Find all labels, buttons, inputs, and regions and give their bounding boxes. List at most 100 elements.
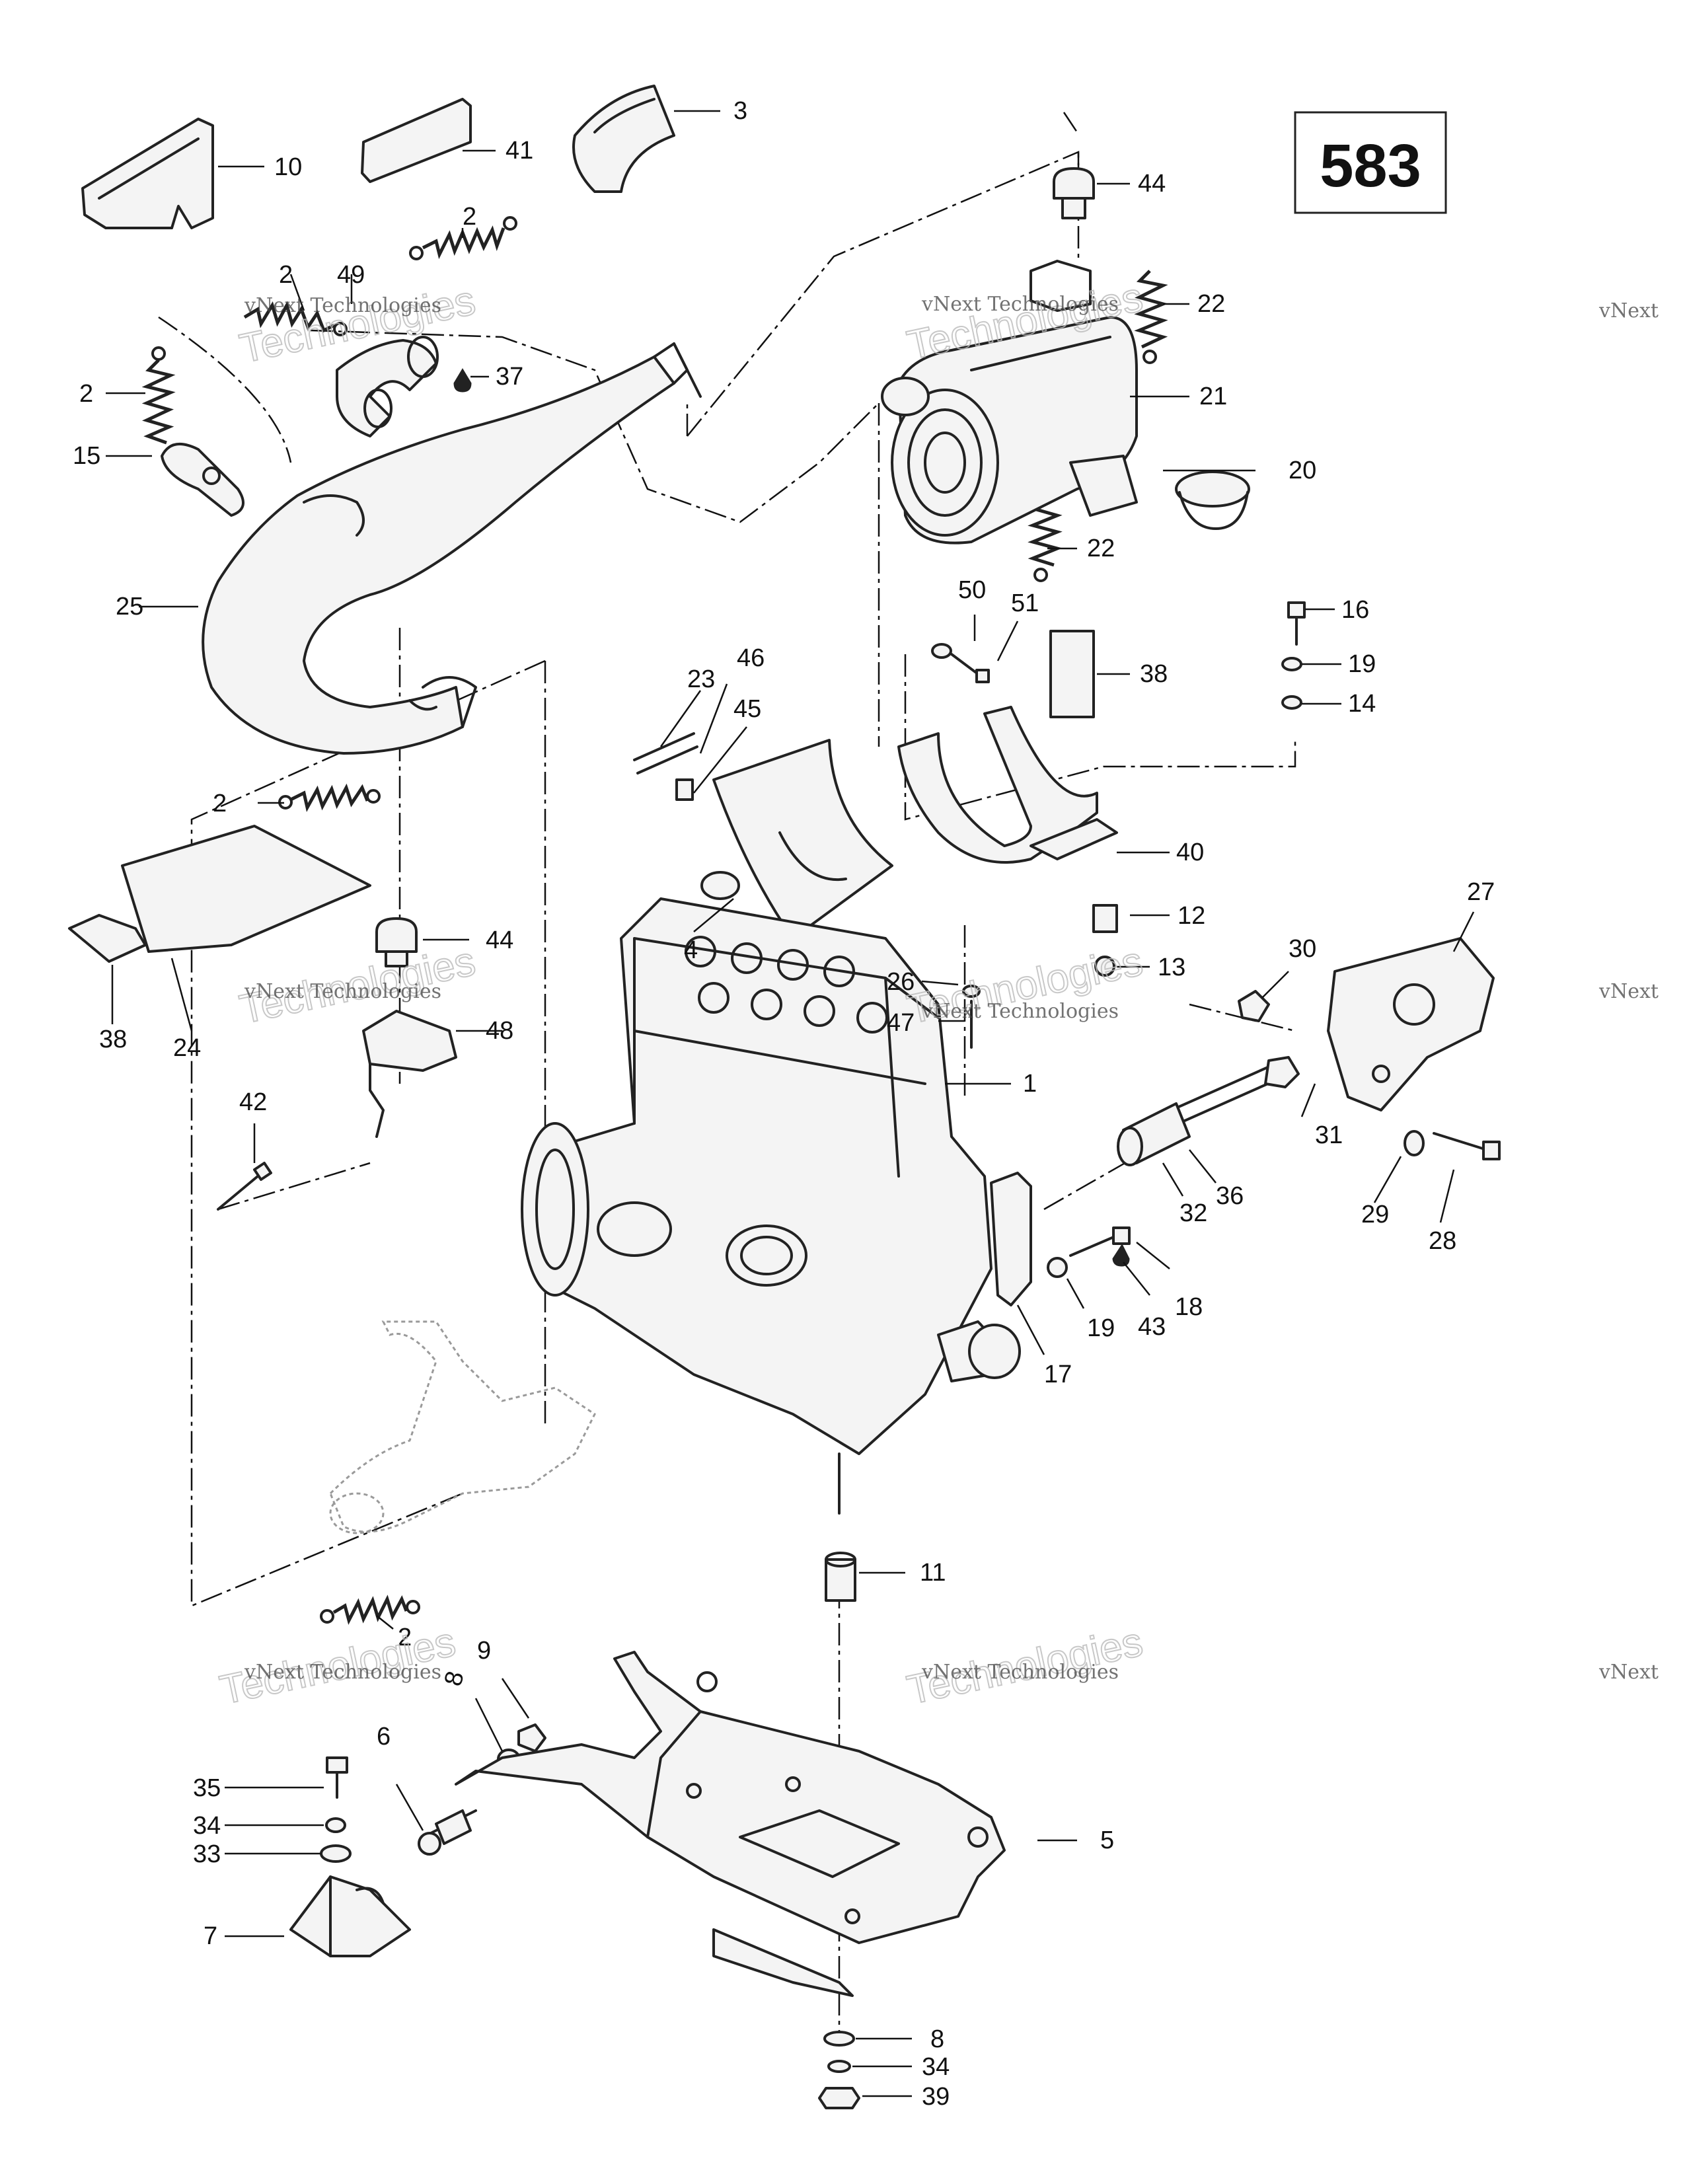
screw-51 — [950, 653, 990, 683]
watermark-text: vNext Technologies — [244, 980, 441, 1003]
tuned-pipe-25 — [202, 342, 702, 755]
nut-30 — [1238, 990, 1270, 1022]
bolt-35 — [326, 1756, 348, 1799]
callout-22: 22 — [1087, 535, 1115, 562]
rivet-37 — [453, 368, 472, 393]
nut-9 — [517, 1723, 546, 1752]
callout-2: 2 — [463, 203, 476, 231]
callout-24: 24 — [173, 1034, 201, 1062]
callout-26: 26 — [887, 968, 915, 996]
callout-6: 6 — [377, 1723, 391, 1751]
callout-42: 42 — [239, 1088, 267, 1116]
mount-7 — [289, 1875, 411, 1957]
plate-38-left — [68, 914, 147, 963]
bracket-48 — [362, 1010, 457, 1138]
callout-3: 3 — [733, 97, 747, 125]
watermark-text: vNext Technologies — [921, 1000, 1119, 1023]
callout-labels: 10 41 3 2 44 2 49 22 2 37 21 15 20 25 22… — [73, 97, 1495, 2111]
callout-32: 32 — [1180, 1199, 1207, 1227]
page-number-badge: 583 — [1294, 111, 1447, 214]
callout-46: 46 — [737, 644, 765, 672]
callout-8: 8 — [439, 1669, 470, 1689]
callout-41: 41 — [506, 137, 533, 165]
heat-deflector-4 — [712, 739, 893, 940]
grommet-12 — [1092, 904, 1118, 933]
bolt-28 — [1433, 1132, 1501, 1160]
muffler-support-40 — [897, 706, 1118, 864]
exhaust-manifold-ghost — [329, 1320, 596, 1534]
callout-35: 35 — [193, 1774, 221, 1802]
washer-19-mid — [1047, 1257, 1068, 1278]
washer-33 — [320, 1844, 352, 1863]
callout-34: 34 — [922, 2053, 950, 2081]
callout-12: 12 — [1178, 902, 1205, 930]
callout-22: 22 — [1197, 290, 1225, 318]
callout-9: 9 — [477, 1637, 491, 1665]
plate-38-right — [1049, 630, 1095, 718]
reference-lines — [158, 112, 1296, 2035]
callout-2: 2 — [213, 790, 227, 817]
watermark-text: vNext Technologies — [244, 294, 441, 317]
callout-44: 44 — [486, 926, 513, 954]
callout-2: 2 — [279, 261, 293, 289]
callout-43: 43 — [1138, 1313, 1166, 1341]
callout-30: 30 — [1289, 935, 1316, 963]
callout-11: 11 — [920, 1559, 946, 1587]
callout-34: 34 — [193, 1812, 221, 1840]
grommet-44-top — [1053, 167, 1095, 219]
watermark-text: vNext — [1598, 299, 1659, 322]
callout-33: 33 — [193, 1840, 221, 1868]
washer-26 — [962, 985, 981, 998]
watermark-text: vNext Technologies — [921, 1661, 1119, 1684]
stud-6 — [418, 1809, 477, 1856]
nut-31 — [1264, 1056, 1300, 1088]
washer-50 — [931, 643, 952, 659]
page-number: 583 — [1320, 132, 1421, 200]
callout-2: 2 — [398, 1624, 412, 1651]
washer-34-lower — [827, 2060, 851, 2073]
washer-14 — [1281, 695, 1302, 710]
washer-29 — [1404, 1130, 1425, 1156]
washer-19-top — [1281, 657, 1302, 671]
callout-45: 45 — [733, 695, 761, 723]
plate-17 — [990, 1172, 1032, 1306]
callout-18: 18 — [1175, 1293, 1203, 1321]
heat-shield-3 — [572, 85, 675, 193]
coupler-49 — [336, 336, 439, 437]
callout-47: 47 — [887, 1009, 915, 1037]
nut-13 — [1094, 956, 1115, 977]
rivet-42 — [217, 1162, 272, 1211]
callout-14: 14 — [1348, 690, 1376, 718]
callout-10: 10 — [274, 153, 302, 181]
heat-shield-41 — [361, 98, 472, 183]
callout-28: 28 — [1429, 1227, 1456, 1255]
callout-15: 15 — [73, 442, 100, 470]
spacer-45 — [675, 778, 694, 801]
pin-23 — [633, 732, 698, 774]
callout-49: 49 — [337, 261, 365, 289]
bolt-16 — [1287, 601, 1306, 646]
callout-27: 27 — [1467, 878, 1495, 906]
callout-44: 44 — [1138, 170, 1166, 198]
watermark-text: vNext — [1598, 980, 1659, 1003]
muffler-21 — [881, 260, 1138, 545]
callout-38: 38 — [99, 1026, 127, 1053]
spacer-11 — [825, 1552, 856, 1602]
spacer-32 — [1117, 1102, 1191, 1166]
callout-51: 51 — [1011, 589, 1039, 617]
bracket-15 — [161, 443, 244, 517]
callout-16: 16 — [1341, 596, 1369, 624]
watermark-text: vNext — [1598, 1661, 1659, 1684]
callout-48: 48 — [486, 1017, 513, 1045]
callout-38: 38 — [1140, 660, 1168, 688]
callout-36: 36 — [1216, 1182, 1244, 1210]
callout-4: 4 — [684, 936, 698, 964]
callout-19: 19 — [1348, 650, 1376, 678]
grommet-20 — [1175, 471, 1250, 530]
watermark-text: vNext Technologies — [921, 293, 1119, 316]
callout-13: 13 — [1158, 954, 1185, 981]
callout-20: 20 — [1289, 457, 1316, 484]
bolt-18 — [1069, 1226, 1131, 1257]
